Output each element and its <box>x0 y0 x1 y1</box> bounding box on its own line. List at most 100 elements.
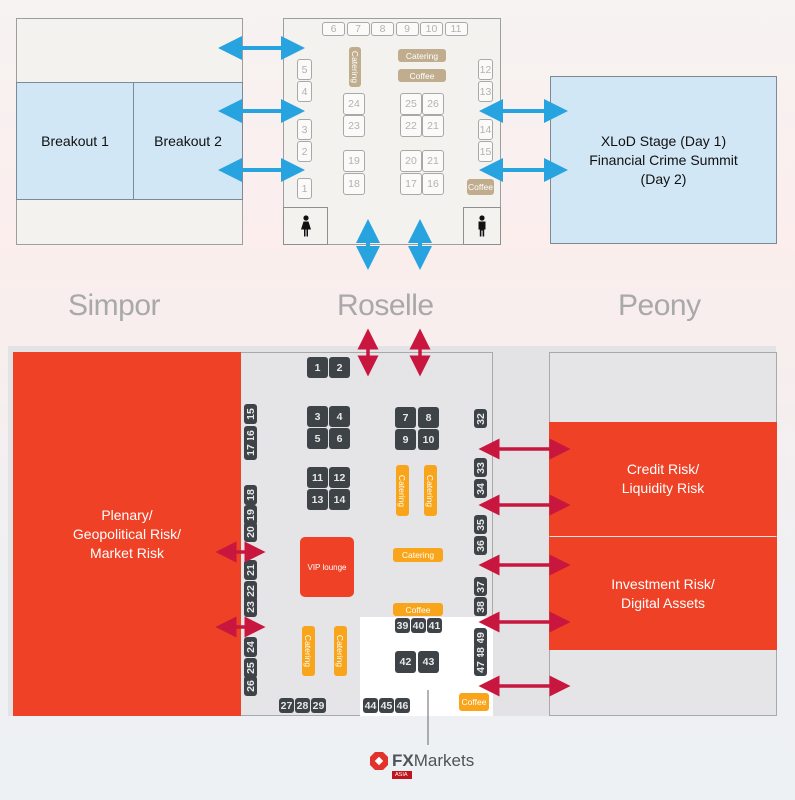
upper-booth-12[interactable]: 12 <box>478 59 493 80</box>
xlod-stage-room[interactable]: XLoD Stage (Day 1) Financial Crime Summi… <box>550 76 777 244</box>
upper-coffee[interactable]: Coffee <box>398 69 446 82</box>
upper-booth-9[interactable]: 9 <box>395 22 419 36</box>
upper-booth-2[interactable]: 2 <box>297 141 312 162</box>
lower-booth-24[interactable]: 24 <box>244 637 257 657</box>
lower-catering-5[interactable]: Catering <box>334 626 347 676</box>
upper-booth-14[interactable]: 14 <box>478 119 493 140</box>
lower-booth-10[interactable]: 10 <box>418 429 439 450</box>
upper-booth-23[interactable]: 23 <box>343 115 365 137</box>
lower-booth-1[interactable]: 1 <box>307 357 328 378</box>
lower-booth-2[interactable]: 2 <box>329 357 350 378</box>
lower-catering-1[interactable]: Catering <box>396 465 409 516</box>
lower-booth-40[interactable]: 40 <box>411 618 426 633</box>
lower-booth-5[interactable]: 5 <box>307 428 328 449</box>
upper-booth-17[interactable]: 17 <box>400 173 422 195</box>
lower-coffee-2[interactable]: Coffee <box>459 693 489 711</box>
lower-booth-8[interactable]: 8 <box>418 407 439 428</box>
upper-catering-vertical[interactable]: Catering <box>349 47 361 87</box>
lower-booth-41[interactable]: 41 <box>427 618 442 633</box>
lower-booth-20[interactable]: 20 <box>244 522 257 542</box>
upper-booth-25[interactable]: 25 <box>400 93 422 115</box>
upper-coffee-right[interactable]: Coffee <box>467 179 494 195</box>
upper-booth-21[interactable]: 21 <box>422 150 444 172</box>
lower-booth-21[interactable]: 21 <box>244 560 257 580</box>
booth-number: 19 <box>348 155 360 167</box>
booth-number: 15 <box>244 408 257 420</box>
upper-booth-22[interactable]: 22 <box>400 115 422 137</box>
booth-number: 28 <box>296 699 309 712</box>
upper-booth-26[interactable]: 26 <box>422 93 444 115</box>
lower-booth-22[interactable]: 22 <box>244 581 257 601</box>
lower-booth-12[interactable]: 12 <box>329 467 350 488</box>
lower-booth-6[interactable]: 6 <box>329 428 350 449</box>
upper-booth-13[interactable]: 13 <box>478 81 493 102</box>
vip-lounge[interactable]: VIP lounge <box>300 537 354 597</box>
lower-booth-43[interactable]: 43 <box>418 651 439 673</box>
lower-booth-42[interactable]: 42 <box>395 651 416 673</box>
upper-booth-3[interactable]: 3 <box>297 119 312 140</box>
lower-booth-29[interactable]: 29 <box>311 698 326 713</box>
upper-booth-4[interactable]: 4 <box>297 81 312 102</box>
upper-booth-10[interactable]: 10 <box>420 22 443 36</box>
logo-asia-tag: ASIA <box>392 771 412 779</box>
upper-booth-20[interactable]: 20 <box>400 150 422 172</box>
lower-booth-7[interactable]: 7 <box>395 407 416 428</box>
lower-booth-47[interactable]: 47 <box>474 657 487 676</box>
lower-booth-33[interactable]: 33 <box>474 458 487 477</box>
lower-booth-49[interactable]: 49 <box>474 628 487 647</box>
lower-booth-28[interactable]: 28 <box>295 698 310 713</box>
lower-booth-27[interactable]: 27 <box>279 698 294 713</box>
upper-booth-24[interactable]: 24 <box>343 93 365 115</box>
upper-booth-18[interactable]: 18 <box>343 173 365 195</box>
lower-booth-4[interactable]: 4 <box>329 406 350 427</box>
lower-catering-4[interactable]: Catering <box>302 626 315 676</box>
upper-booth-19[interactable]: 19 <box>343 150 365 172</box>
lower-booth-26[interactable]: 26 <box>244 676 257 696</box>
lower-catering-3[interactable]: Catering <box>393 548 443 562</box>
lower-booth-14[interactable]: 14 <box>329 489 350 510</box>
upper-booth-15[interactable]: 15 <box>478 141 493 162</box>
lower-booth-23[interactable]: 23 <box>244 597 257 617</box>
lower-booth-11[interactable]: 11 <box>307 467 328 488</box>
lower-booth-19[interactable]: 19 <box>244 505 257 525</box>
lower-catering-2[interactable]: Catering <box>424 465 437 516</box>
lower-booth-36[interactable]: 36 <box>474 536 487 555</box>
lower-booth-3[interactable]: 3 <box>307 406 328 427</box>
lower-booth-35[interactable]: 35 <box>474 515 487 534</box>
breakout-2-room[interactable]: Breakout 2 <box>133 82 243 200</box>
booth-number: 6 <box>330 23 337 35</box>
plenary-room[interactable]: Plenary/ Geopolitical Risk/ Market Risk <box>13 352 241 716</box>
upper-booth-16[interactable]: 16 <box>422 173 444 195</box>
upper-booth-7[interactable]: 7 <box>346 22 370 36</box>
lower-booth-17[interactable]: 17 <box>244 440 257 460</box>
upper-booth-21[interactable]: 21 <box>422 115 444 137</box>
upper-booth-11[interactable]: 11 <box>444 22 468 36</box>
room-name-peony: Peony <box>618 289 701 322</box>
upper-booth-8[interactable]: 8 <box>371 22 394 36</box>
booth-number: 34 <box>474 482 487 495</box>
booth-number: 2 <box>301 145 308 158</box>
lower-booth-9[interactable]: 9 <box>395 429 416 450</box>
lower-booth-44[interactable]: 44 <box>363 698 378 713</box>
lower-booth-34[interactable]: 34 <box>474 479 487 498</box>
vip-lounge-label: VIP lounge <box>307 562 347 572</box>
upper-booth-5[interactable]: 5 <box>297 59 312 80</box>
lower-booth-39[interactable]: 39 <box>395 618 410 633</box>
lower-booth-18[interactable]: 18 <box>244 485 257 505</box>
investment-risk-room[interactable]: Investment Risk/ Digital Assets <box>549 537 777 650</box>
booth-number: 46 <box>396 699 409 712</box>
breakout-1-room[interactable]: Breakout 1 <box>16 82 134 200</box>
lower-booth-32[interactable]: 32 <box>474 409 487 428</box>
lower-booth-13[interactable]: 13 <box>307 489 328 510</box>
upper-catering[interactable]: Catering <box>398 49 446 62</box>
lower-booth-15[interactable]: 15 <box>244 404 257 424</box>
lower-booth-38[interactable]: 38 <box>474 597 487 616</box>
lower-booth-46[interactable]: 46 <box>395 698 410 713</box>
lower-booth-45[interactable]: 45 <box>379 698 394 713</box>
credit-risk-room[interactable]: Credit Risk/ Liquidity Risk <box>549 422 777 536</box>
upper-booth-6[interactable]: 6 <box>322 22 345 36</box>
upper-booth-1[interactable]: 1 <box>297 178 312 199</box>
lower-booth-37[interactable]: 37 <box>474 577 487 596</box>
lower-booth-25[interactable]: 25 <box>244 658 257 678</box>
lower-coffee-1[interactable]: Coffee <box>393 603 443 616</box>
